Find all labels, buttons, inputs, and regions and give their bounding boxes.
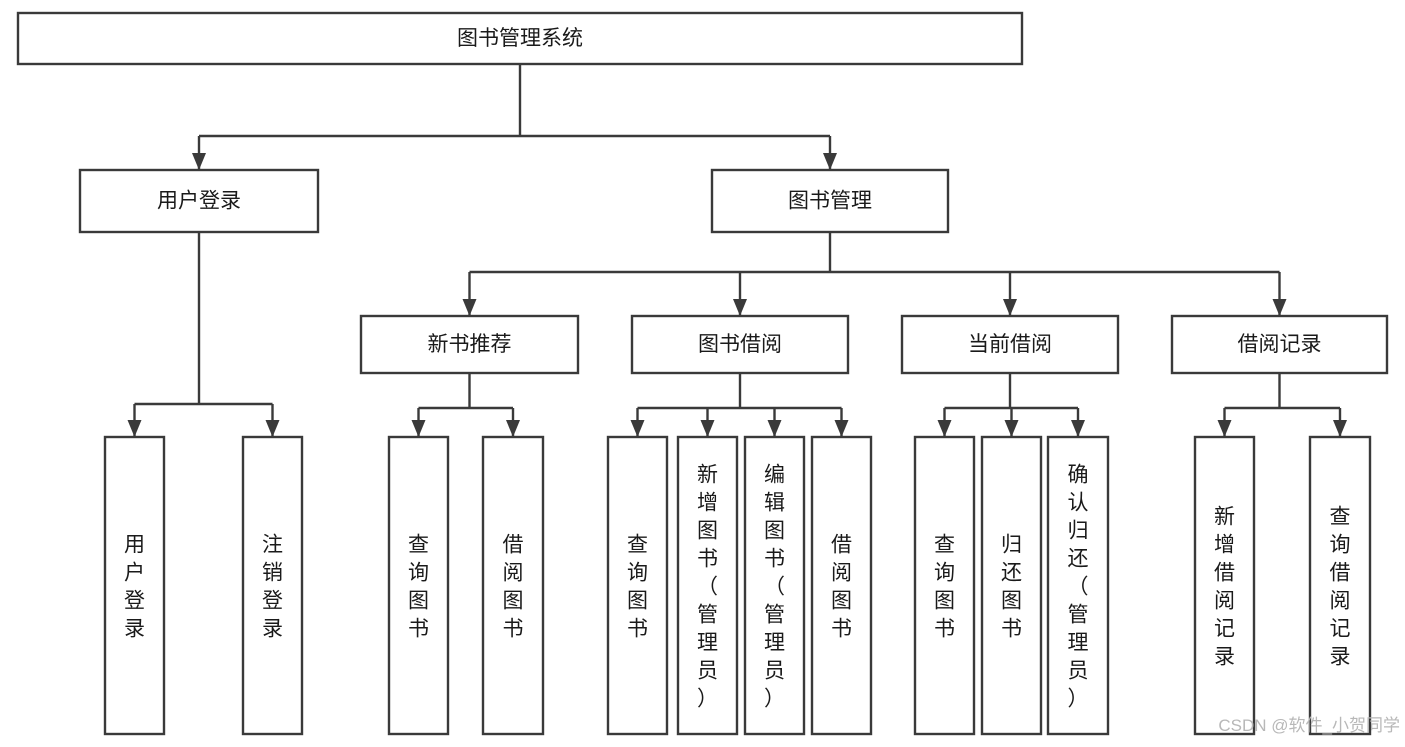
arrow-head-icon <box>823 153 837 170</box>
leaf-node-leaf-add-book-box[interactable] <box>676 435 739 736</box>
leaf-node-leaf-add-record-box[interactable] <box>1193 435 1256 736</box>
leaf-node-leaf-query-record[interactable]: 查询借阅记录 <box>1308 435 1372 736</box>
arrow-head-icon <box>767 420 782 437</box>
leaf-node-leaf-add-record-label: 新增借阅记录 <box>1214 506 1235 669</box>
leaf-node-leaf-edit-book[interactable]: 编辑图书（管理员） <box>743 435 806 736</box>
leaf-node-leaf-add-book-label: 新增图书（管理员） <box>697 464 718 711</box>
leaf-node-leaf-user-login-label: 用户登录 <box>124 534 145 641</box>
csdn-watermark: CSDN @软件_小贺同学 <box>1218 716 1400 735</box>
level3-node-book-borrow[interactable]: 图书借阅 <box>630 314 850 375</box>
leaf-node-leaf-borrow-book-2[interactable]: 借阅图书 <box>810 435 873 736</box>
leaf-node-leaf-query-book-3-label: 查询图书 <box>934 534 955 641</box>
arrow-head-icon <box>834 420 849 437</box>
leaf-node-leaf-borrow-book-2-box[interactable] <box>810 435 873 736</box>
leaf-node-leaf-confirm-return[interactable]: 确认归还（管理员） <box>1046 435 1110 736</box>
leaf-node-leaf-return-book-box[interactable] <box>980 435 1043 736</box>
arrow-head-icon <box>192 153 206 170</box>
leaf-node-leaf-query-book-2[interactable]: 查询图书 <box>606 435 669 736</box>
arrow-head-icon <box>1004 420 1019 437</box>
level3-node-borrow-record[interactable]: 借阅记录 <box>1170 314 1389 375</box>
arrow-head-icon <box>1071 420 1085 437</box>
level3-node-current-borrow-box[interactable] <box>900 314 1120 375</box>
leaf-node-leaf-borrow-book-1-box[interactable] <box>481 435 545 736</box>
leaf-node-leaf-query-book-1-label: 查询图书 <box>408 534 429 641</box>
arrow-head-icon <box>700 420 715 437</box>
leaf-node-leaf-confirm-return-label: 确认归还（管理员） <box>1068 464 1089 711</box>
root-node-root[interactable]: 图书管理系统 <box>16 11 1024 66</box>
leaf-node-leaf-borrow-book-1-label: 借阅图书 <box>503 534 524 641</box>
leaf-node-leaf-add-record[interactable]: 新增借阅记录 <box>1193 435 1256 736</box>
leaf-node-leaf-user-login-box[interactable] <box>103 435 166 736</box>
level3-node-book-borrow-label: 图书借阅 <box>698 333 782 356</box>
arrow-head-icon <box>462 299 477 316</box>
level3-node-borrow-record-box[interactable] <box>1170 314 1389 375</box>
level3-node-borrow-record-label: 借阅记录 <box>1238 333 1322 356</box>
arrow-head-icon <box>1217 420 1232 437</box>
leaf-node-leaf-add-book[interactable]: 新增图书（管理员） <box>676 435 739 736</box>
level2-node-book-manage-label: 图书管理 <box>788 190 872 213</box>
arrow-head-icon <box>733 299 747 316</box>
leaf-node-leaf-query-book-3-box[interactable] <box>913 435 976 736</box>
level3-node-new-book-rec-label: 新书推荐 <box>428 333 512 356</box>
leaf-node-leaf-borrow-book-2-label: 借阅图书 <box>831 534 852 641</box>
connector-lines-group <box>127 64 1347 437</box>
arrow-head-icon <box>1272 299 1287 316</box>
level2-node-user-login[interactable]: 用户登录 <box>78 168 320 234</box>
leaf-node-leaf-edit-book-label: 编辑图书（管理员） <box>764 464 785 711</box>
arrow-head-icon <box>127 420 142 437</box>
level2-node-user-login-label: 用户登录 <box>157 190 241 213</box>
level3-node-new-book-rec[interactable]: 新书推荐 <box>359 314 580 375</box>
arrow-head-icon <box>1003 299 1017 316</box>
node-boxes-group: 图书管理系统用户登录图书管理新书推荐图书借阅当前借阅借阅记录用户登录注销登录查询… <box>16 11 1389 736</box>
level2-node-book-manage-box[interactable] <box>710 168 950 234</box>
leaf-node-leaf-query-book-2-label: 查询图书 <box>627 534 648 641</box>
root-node-root-box[interactable] <box>16 11 1024 66</box>
level3-node-current-borrow[interactable]: 当前借阅 <box>900 314 1120 375</box>
leaf-node-leaf-query-book-1[interactable]: 查询图书 <box>387 435 450 736</box>
leaf-node-leaf-query-book-1-box[interactable] <box>387 435 450 736</box>
arrow-head-icon <box>506 420 520 437</box>
arrow-head-icon <box>937 420 952 437</box>
leaf-node-leaf-confirm-return-box[interactable] <box>1046 435 1110 736</box>
level2-node-user-login-box[interactable] <box>78 168 320 234</box>
leaf-node-leaf-logout[interactable]: 注销登录 <box>241 435 304 736</box>
level3-node-book-borrow-box[interactable] <box>630 314 850 375</box>
leaf-node-leaf-borrow-book-1[interactable]: 借阅图书 <box>481 435 545 736</box>
arrow-head-icon <box>411 420 426 437</box>
leaf-node-leaf-query-book-3[interactable]: 查询图书 <box>913 435 976 736</box>
leaf-node-leaf-return-book[interactable]: 归还图书 <box>980 435 1043 736</box>
leaf-node-leaf-edit-book-box[interactable] <box>743 435 806 736</box>
arrow-head-icon <box>630 420 645 437</box>
arrow-head-icon <box>1333 420 1347 437</box>
leaf-node-leaf-logout-box[interactable] <box>241 435 304 736</box>
leaf-node-leaf-user-login[interactable]: 用户登录 <box>103 435 166 736</box>
root-node-root-label: 图书管理系统 <box>457 27 583 50</box>
leaf-node-leaf-logout-label: 注销登录 <box>262 534 283 641</box>
leaf-node-leaf-query-record-label: 查询借阅记录 <box>1330 506 1351 669</box>
level3-node-current-borrow-label: 当前借阅 <box>968 333 1052 356</box>
arrow-head-icon <box>265 420 280 437</box>
level3-node-new-book-rec-box[interactable] <box>359 314 580 375</box>
leaf-node-leaf-query-book-2-box[interactable] <box>606 435 669 736</box>
leaf-node-leaf-return-book-label: 归还图书 <box>1001 534 1022 641</box>
leaf-node-leaf-query-record-box[interactable] <box>1308 435 1372 736</box>
level2-node-book-manage[interactable]: 图书管理 <box>710 168 950 234</box>
